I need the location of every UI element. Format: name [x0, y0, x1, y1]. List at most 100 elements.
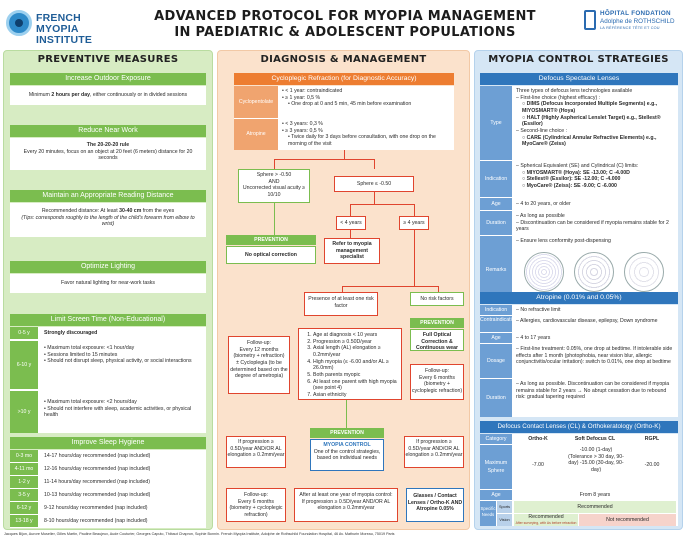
indication-line: MyoCare® (Zeiss): SE -9.00; C -6.000 [526, 182, 617, 189]
at-label: Contraindications [480, 316, 520, 332]
outdoor-text-bold: 2 hours per day [51, 92, 90, 98]
connector [342, 286, 438, 287]
followup-left-box: Follow-up: Every 12 months (biometry + r… [228, 336, 290, 394]
cyclo-card: Cyclopentolate < 1 year: contraindicated… [234, 86, 454, 150]
risk-factor: Age at diagnosis < 10 years [313, 332, 397, 339]
atropine-lines: < 3 years: 0,3 % ≥ 3 years: 0,5 % Twice … [282, 121, 450, 148]
duration-line: As long as possible [520, 213, 565, 219]
full-optical-box: Full Optical Correction & Continuous wea… [410, 329, 464, 351]
second-line: Second-line choice : [520, 127, 568, 134]
specific-needs-label: Specific Needs [480, 501, 496, 526]
diagnosis-heading: DIAGNOSIS & MANAGEMENT [260, 54, 427, 65]
sleep-table: 0-3 mo 14-17 hours/day recommended (nap … [10, 450, 206, 528]
sleep-text: 11-14 hours/day recommended (nap include… [44, 479, 151, 485]
screen-item: Sessions limited to 15 minutes [47, 351, 118, 358]
screen-row-over-10: Maximum total exposure: <2 hours/day Sho… [44, 399, 202, 419]
reading-pre: Recommended distance: At least [41, 208, 120, 214]
hospital-name-2: Adolphe de ROTHSCHILD [600, 18, 675, 25]
atropine-label: Atropine [234, 119, 278, 150]
at-text: Allergies, cardiovascular disease, epile… [520, 318, 658, 324]
age-text: 4 to 20 years, or older [520, 201, 571, 207]
sleep-age: 13-18 y [10, 515, 38, 527]
at-text: 4 to 17 years [520, 335, 551, 341]
connector [274, 159, 374, 160]
cyclopentolate-label: Cyclopentolate [234, 86, 278, 118]
reading-distance-card: Recommended distance: At least 30-40 cm … [10, 203, 206, 237]
reading-bold: 30-40 cm [119, 208, 142, 214]
connector [346, 400, 347, 428]
at-text: As long as possible. Discontinuation can… [516, 381, 670, 401]
reading-post: from the eyes [141, 208, 175, 214]
risk-factor: Asian ethnicity [313, 392, 397, 399]
hospital-emblem-icon [584, 10, 596, 30]
dcl-header: Category [480, 434, 512, 444]
preventive-heading: PREVENTIVE MEASURES [37, 54, 179, 65]
myopia-control-text: One of the control strategies, based on … [313, 448, 381, 462]
orthok-value: -7.00 [532, 462, 544, 468]
sleep-text: 12-16 hours/day recommended (nap include… [44, 466, 151, 472]
age-content: – 4 to 20 years, or older [516, 201, 571, 207]
lighting-title: Optimize Lighting [10, 261, 206, 273]
title-line-2: IN PAEDIATRIC & ADOLESCENT POPULATIONS [174, 25, 516, 40]
outdoor-title: Increase Outdoor Exposure [10, 73, 206, 85]
sleep-text: 10-13 hours/day recommended (nap include… [44, 492, 151, 498]
at-content: – As long as possible. Discontinuation c… [516, 381, 670, 401]
sleep-age: 4-11 mo [10, 463, 38, 475]
dcl-header: Ortho-K [528, 436, 548, 442]
atropine-line: Twice daily for 3 days before consultati… [288, 134, 436, 147]
age-label: Age [480, 198, 512, 210]
max-sphere-label: Maximum Sphere [480, 445, 512, 489]
indication-content: – Spherical Equivalent (SE) and Cylindri… [516, 163, 639, 189]
cyclo-line: One drop at 0 and 5 min, 45 min before e… [291, 101, 412, 108]
page-title: ADVANCED PROTOCOL FOR MYOPIA MANAGEMENT … [120, 9, 570, 41]
risk-factor: Progression ≥ 0.50D/year [313, 339, 397, 346]
lighting-card: Favor natural lighting for near-work tas… [10, 274, 206, 293]
prevention-banner-1: PREVENTION [226, 235, 316, 245]
screen-item: Maximum total exposure: <1 hour/day [47, 345, 135, 351]
at-content: – Allergies, cardiovascular disease, epi… [516, 318, 658, 324]
connector [414, 230, 415, 286]
myopia-control-title: MYOPIA CONTROL [323, 442, 371, 448]
indication-line: Spherical Equivalent (SE) and Cylindrica… [520, 163, 639, 169]
screen-age-6-10: 6-10 y [10, 341, 38, 389]
french-myopia-institute-logo: FRENCH MYOPIA INSTITUTE [6, 6, 118, 46]
risk-presence-box: Presence of at least one risk factor [304, 292, 378, 316]
connector [374, 192, 375, 204]
screen-item: Should not interfere with sleep, academi… [44, 405, 192, 419]
defocus-title: Defocus Spectacle Lenses [480, 73, 678, 85]
cyclopentolate-lines: < 1 year: contraindicated ≥ 1 year: 0,5 … [282, 88, 450, 108]
care-text: CARE (Cylindrical Annular Refractive Ele… [522, 134, 657, 148]
at-text: First-line treatment: 0.05%, one drop at… [516, 346, 673, 366]
connector [350, 204, 414, 205]
outdoor-card: Minimum 2 hours per day, either continuo… [10, 86, 206, 105]
sports-label: Sports [497, 501, 512, 513]
connector [350, 204, 351, 216]
risk-factor: Both parents myopic [313, 372, 397, 379]
myopia-control-box: MYOPIA CONTROL One of the control strate… [310, 439, 384, 471]
refer-specialist-box: Refer to myopia management specialist [324, 238, 380, 264]
vision-note: After surveying, with As before retracti… [515, 521, 577, 525]
at-label: Age [480, 333, 512, 343]
dcl-title: Defocus Contact Lenses (CL) & Orthokerat… [480, 421, 678, 433]
type-content: Three types of defocus lens technologies… [516, 88, 676, 148]
sphere-left-box: Sphere > -0.50 AND Uncorrected visual ac… [238, 169, 310, 203]
dcl-table: Category Ortho-K Soft Defocus CL RGPL Ma… [480, 434, 678, 526]
screen-item: Strongly discouraged [44, 330, 98, 336]
cyclo-title: Cycloplegic Refraction (for Diagnostic A… [234, 73, 454, 85]
vision-label: Vision [497, 514, 512, 526]
logo-text-1: FRENCH [36, 12, 81, 24]
eye-icon [6, 10, 32, 36]
at-label: Duration [480, 379, 512, 417]
type-intro: Three types of defocus lens technologies… [516, 88, 633, 94]
screen-age-over-10: >10 y [10, 391, 38, 433]
screen-row-6-10: Maximum total exposure: <1 hour/day Sess… [44, 345, 202, 365]
risk-factor: At least one parent with high myopia (se… [313, 379, 397, 392]
sleep-title: Improve Sleep Hygiene [10, 437, 206, 449]
under-4-box: < 4 years [336, 216, 366, 230]
at-text: No refractive limit [520, 307, 561, 313]
if-progression-right-box: If progression ≥ 0.5D/year AND/OR AL elo… [404, 436, 464, 468]
atropine-title: Atropine (0.01% and 0.05%) [480, 292, 678, 304]
atropine-line: < 3 years: 0,3 % [285, 121, 323, 127]
miyosmart-lens-icon [524, 252, 564, 292]
screen-time-title: Limit Screen Time (Non-Educational) [10, 314, 206, 326]
